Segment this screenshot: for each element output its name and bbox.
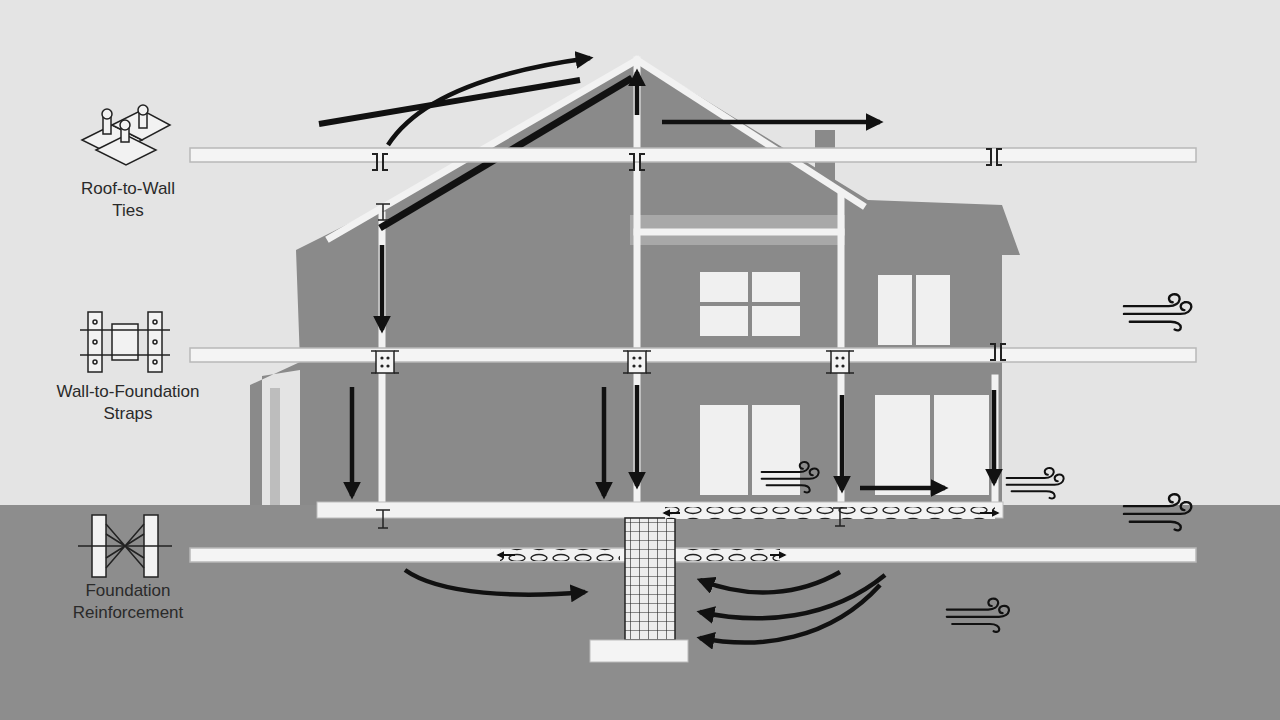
- legend-label: Roof-to-Wall Ties: [68, 178, 188, 222]
- legend-label: Wall-to-Foundation Straps: [36, 381, 221, 425]
- legend-label: Foundation Reinforcement: [63, 580, 193, 624]
